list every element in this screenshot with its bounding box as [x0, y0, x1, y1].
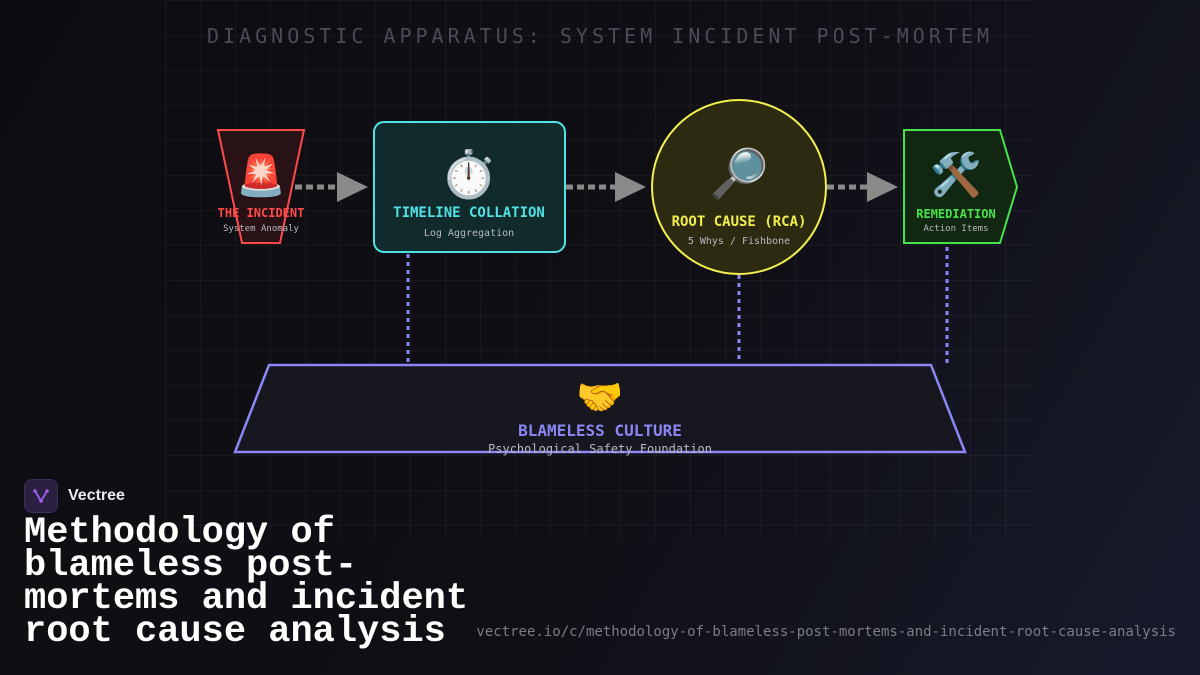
foundation-blameless-culture: 🤝 BLAMELESS CULTURE Psychological Safety… — [233, 363, 967, 456]
arrow-timeline-to-rca — [566, 172, 646, 202]
arrow-rca-to-remediation — [827, 172, 898, 202]
arrow-incident-to-timeline — [284, 172, 368, 202]
node-timeline: ⏱️ TIMELINE COLLATION Log Aggregation — [373, 121, 566, 253]
node-rca: 🔎 ROOT CAUSE (RCA) 5 Whys / Fishbone — [651, 99, 827, 275]
brand: Vectree — [24, 479, 125, 513]
diagram-title: DIAGNOSTIC APPARATUS: SYSTEM INCIDENT PO… — [206, 24, 993, 48]
foundation-sub: Psychological Safety Foundation — [488, 442, 712, 456]
node-incident: 🚨 THE INCIDENT System Anomaly — [216, 129, 306, 244]
node-timeline-label: TIMELINE COLLATION — [393, 205, 545, 221]
stopwatch-icon: ⏱️ — [440, 147, 497, 201]
tools-icon: 🛠️ — [930, 149, 982, 199]
source-url[interactable]: vectree.io/c/methodology-of-blameless-po… — [476, 624, 1176, 640]
node-remediation: 🛠️ REMEDIATION Action Items — [903, 129, 1019, 244]
node-timeline-sub: Log Aggregation — [424, 228, 514, 239]
node-remediation-label: REMEDIATION — [916, 207, 995, 221]
node-remediation-sub: Action Items — [923, 224, 988, 234]
siren-icon: 🚨 — [236, 152, 286, 199]
node-incident-sub: System Anomaly — [223, 224, 299, 234]
node-incident-label: THE INCIDENT — [218, 206, 305, 220]
vectree-logo-icon — [24, 479, 58, 513]
handshake-icon: 🤝 — [576, 375, 623, 419]
node-rca-label: ROOT CAUSE (RCA) — [672, 214, 807, 230]
page-title: Methodology of blameless post-mortems an… — [24, 512, 469, 653]
foundation-label: BLAMELESS CULTURE — [518, 421, 682, 440]
brand-name: Vectree — [68, 487, 125, 504]
node-rca-sub: 5 Whys / Fishbone — [688, 236, 790, 247]
magnifier-icon: 🔎 — [709, 143, 769, 202]
